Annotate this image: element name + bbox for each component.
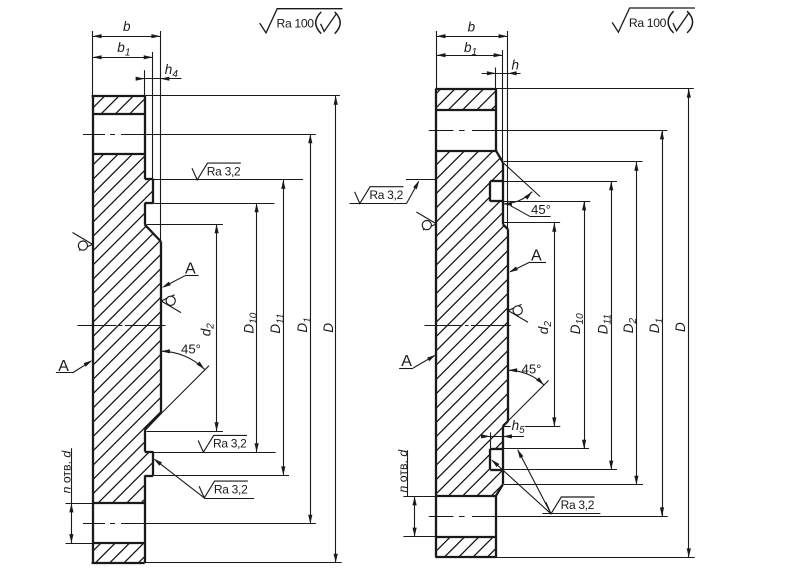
svg-text:A: A <box>401 353 412 370</box>
svg-text:d2: d2 <box>536 321 554 335</box>
svg-text:Ra 3,2: Ra 3,2 <box>214 482 248 496</box>
svg-text:h: h <box>512 57 520 72</box>
svg-text:b1: b1 <box>117 40 130 58</box>
svg-text:A: A <box>531 247 542 264</box>
svg-text:Ra 3,2: Ra 3,2 <box>369 188 403 202</box>
svg-text:D: D <box>321 323 336 333</box>
svg-text:b: b <box>468 20 476 35</box>
svg-text:Ra 3,2: Ra 3,2 <box>561 498 595 512</box>
svg-text:Ra 100: Ra 100 <box>277 17 315 31</box>
svg-text:D: D <box>673 322 688 332</box>
svg-text:D10: D10 <box>568 313 586 334</box>
svg-text:Ra 3,2: Ra 3,2 <box>213 437 247 451</box>
svg-text:h5: h5 <box>512 418 526 436</box>
svg-text:d2: d2 <box>198 323 216 337</box>
svg-text:45°: 45° <box>181 342 201 357</box>
svg-text:A: A <box>58 358 69 375</box>
svg-text:Ra 3,2: Ra 3,2 <box>207 164 241 178</box>
svg-text:45°: 45° <box>531 202 551 217</box>
svg-text:45°: 45° <box>522 361 542 376</box>
svg-text:A: A <box>185 261 196 278</box>
svg-text:Ra 100: Ra 100 <box>629 16 667 30</box>
svg-text:n отв. d: n отв. d <box>60 450 74 494</box>
svg-text:n отв. d: n отв. d <box>396 449 410 493</box>
svg-text:b: b <box>123 19 131 34</box>
